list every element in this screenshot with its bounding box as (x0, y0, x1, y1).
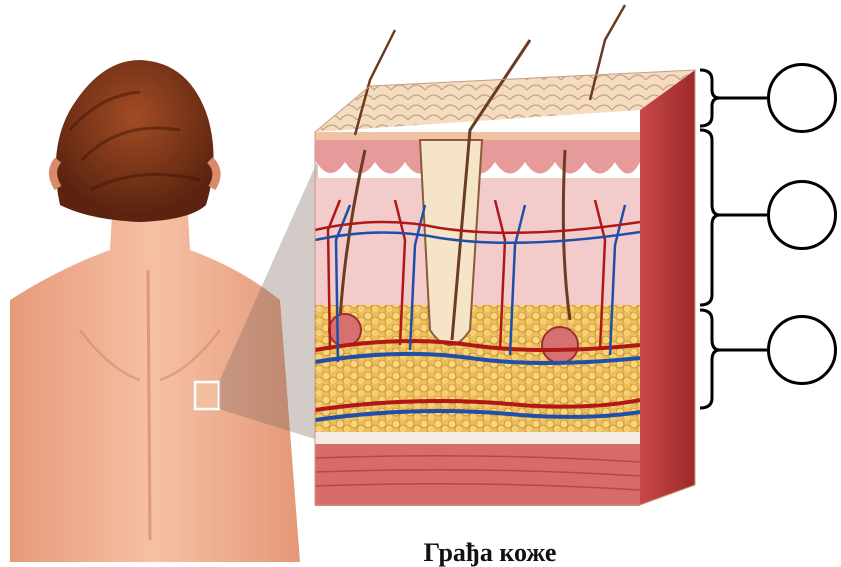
zoom-sample-square (195, 382, 219, 409)
skin-cross-section (315, 5, 695, 506)
epidermis-label-circle[interactable] (767, 63, 837, 133)
dermis-label-circle[interactable] (767, 180, 837, 250)
figure-caption: Грађа коже (330, 540, 650, 566)
hypodermis-label-circle[interactable] (767, 315, 837, 385)
layer-brackets (700, 70, 767, 408)
